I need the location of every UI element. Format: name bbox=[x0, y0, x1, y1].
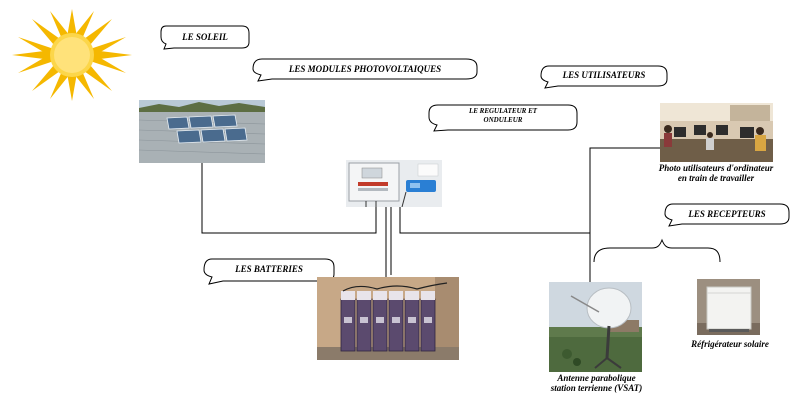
callout-modules-label: LES MODULES PHOTOVOLTAIQUES bbox=[288, 64, 442, 74]
wire-panels-regulator bbox=[201, 163, 377, 234]
callout-utilisateurs-label: LES UTILISATEURS bbox=[562, 70, 646, 80]
caption-antenne: Antenne parabolique station terrienne (V… bbox=[550, 373, 643, 393]
vsat-antenna-photo bbox=[549, 282, 642, 372]
solar-panels-photo bbox=[139, 100, 265, 163]
computer-users-photo bbox=[660, 103, 773, 162]
caption-refrigerateur: Réfrigérateur solaire bbox=[691, 339, 769, 349]
callout-modules: LES MODULES PHOTOVOLTAIQUES bbox=[252, 58, 478, 82]
regulator-inverter-photo bbox=[346, 160, 442, 207]
callout-batteries-label: LES BATTERIES bbox=[235, 264, 303, 274]
callout-soleil-label: LE SOLEIL bbox=[182, 32, 228, 42]
callout-regulateur-label: LE REGULATEUR ET ONDULEUR bbox=[468, 107, 538, 124]
callout-utilisateurs: LES UTILISATEURS bbox=[540, 65, 668, 89]
wire-regulator-antenna bbox=[399, 205, 591, 282]
callout-regulateur: LE REGULATEUR ET ONDULEUR bbox=[428, 104, 578, 132]
caption-utilisateurs: Photo utilisateurs d'ordinateur en train… bbox=[658, 163, 774, 183]
callout-recepteurs: LES RECEPTEURS bbox=[664, 203, 790, 227]
callout-soleil: LE SOLEIL bbox=[160, 25, 250, 50]
wire-users-branch bbox=[589, 147, 660, 233]
solar-fridge-photo bbox=[697, 279, 760, 335]
receptors-bracket bbox=[593, 238, 721, 263]
callout-recepteurs-label: LES RECEPTEURS bbox=[688, 209, 766, 219]
batteries-photo bbox=[317, 277, 459, 360]
callout-batteries: LES BATTERIES bbox=[203, 258, 335, 285]
sun-icon bbox=[12, 9, 132, 101]
